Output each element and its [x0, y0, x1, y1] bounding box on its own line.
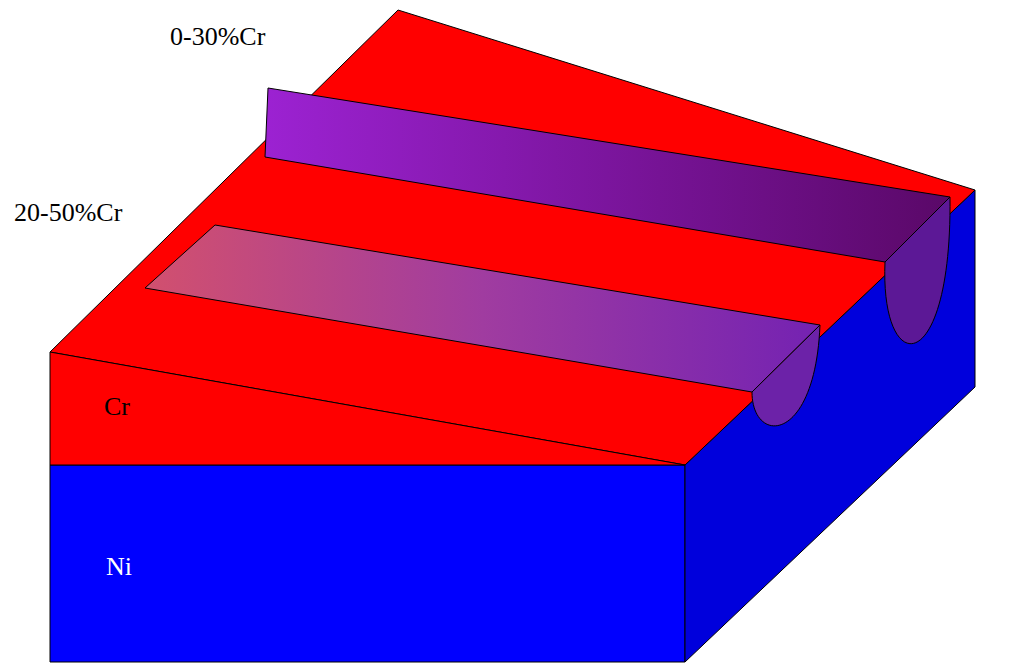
cr-top-face	[50, 10, 975, 465]
track-label: 0-30%Cr	[170, 22, 265, 52]
melt-track	[265, 88, 950, 262]
track-cross-section	[752, 325, 820, 426]
melt-track	[145, 225, 820, 392]
layer-label: Cr	[104, 392, 130, 422]
substrate-label: Ni	[106, 552, 132, 582]
cr-front-face	[50, 352, 685, 465]
track-cross-section	[885, 197, 950, 344]
ni-front-face	[50, 465, 685, 662]
track-label: 20-50%Cr	[14, 198, 122, 228]
